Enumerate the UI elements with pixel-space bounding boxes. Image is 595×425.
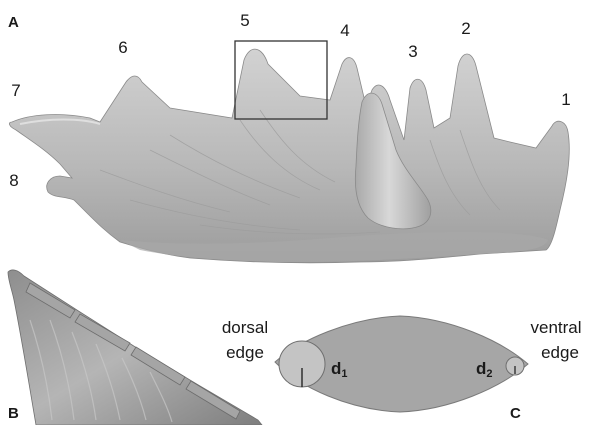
d1-sub: 1 xyxy=(341,368,347,380)
cusp-label-6: 6 xyxy=(118,38,127,57)
specimen-body xyxy=(9,49,569,263)
panel-c-cross-section xyxy=(275,316,528,412)
cusp-label-4: 4 xyxy=(340,21,349,40)
cusp-label-3: 3 xyxy=(408,42,417,61)
ventral-edge-label-line2: edge xyxy=(541,343,579,362)
panel-label-c: C xyxy=(510,405,521,422)
d2-sub: 2 xyxy=(486,368,492,380)
cusp-label-5: 5 xyxy=(240,11,249,30)
dorsal-edge-label-line1: dorsal xyxy=(222,318,268,337)
panel-label-a: A xyxy=(8,14,19,31)
panel-label-b: B xyxy=(8,405,19,422)
cusp-label-7: 7 xyxy=(11,81,20,100)
dorsal-edge-label-line2: edge xyxy=(226,343,264,362)
d2-main: d xyxy=(476,359,486,378)
panel-b-closeup xyxy=(8,270,262,425)
cusp-label-1: 1 xyxy=(561,90,570,109)
cusp-label-8: 8 xyxy=(9,171,18,190)
panel-a-specimen xyxy=(9,49,569,263)
ventral-edge-label-line1: ventral xyxy=(530,318,581,337)
cusp-label-2: 2 xyxy=(461,19,470,38)
d1-main: d xyxy=(331,359,341,378)
